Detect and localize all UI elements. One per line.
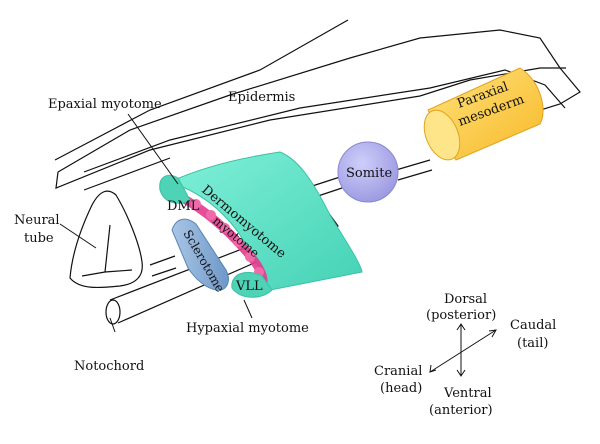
epidermis-sheet xyxy=(54,19,581,191)
label-epidermis: Epidermis xyxy=(228,90,295,105)
label-neural-tube-2: tube xyxy=(24,231,54,246)
axis-caudal: Caudal xyxy=(510,318,556,333)
label-notochord: Notochord xyxy=(74,359,144,374)
dermomyotome-sheet xyxy=(168,151,363,291)
somite-ball xyxy=(337,141,399,203)
label-dml: DML xyxy=(167,199,200,214)
axis-dorsal: Dorsal xyxy=(444,292,487,307)
axis-tail: (tail) xyxy=(517,336,548,351)
leader-lines xyxy=(59,113,253,333)
label-epaxial-myotome: Epaxial myotome xyxy=(48,97,162,112)
label-hypaxial-myotome: Hypaxial myotome xyxy=(186,321,309,336)
axis-cranial: Cranial xyxy=(374,364,422,379)
axis-anterior: (anterior) xyxy=(429,403,493,418)
paraxial-mesoderm-block xyxy=(423,67,544,161)
axis-posterior: (posterior) xyxy=(426,308,496,323)
axis-ventral: Ventral xyxy=(443,386,492,401)
sclerotome-block xyxy=(171,218,229,291)
label-neural-tube-1: Neural xyxy=(14,213,60,228)
label-somite: Somite xyxy=(346,166,392,181)
orientation-compass xyxy=(429,323,497,377)
axis-head: (head) xyxy=(380,381,422,396)
neural-tube xyxy=(69,190,143,289)
label-vll: VLL xyxy=(235,279,263,294)
dml-lip xyxy=(159,174,191,204)
vll-lip xyxy=(231,272,273,298)
